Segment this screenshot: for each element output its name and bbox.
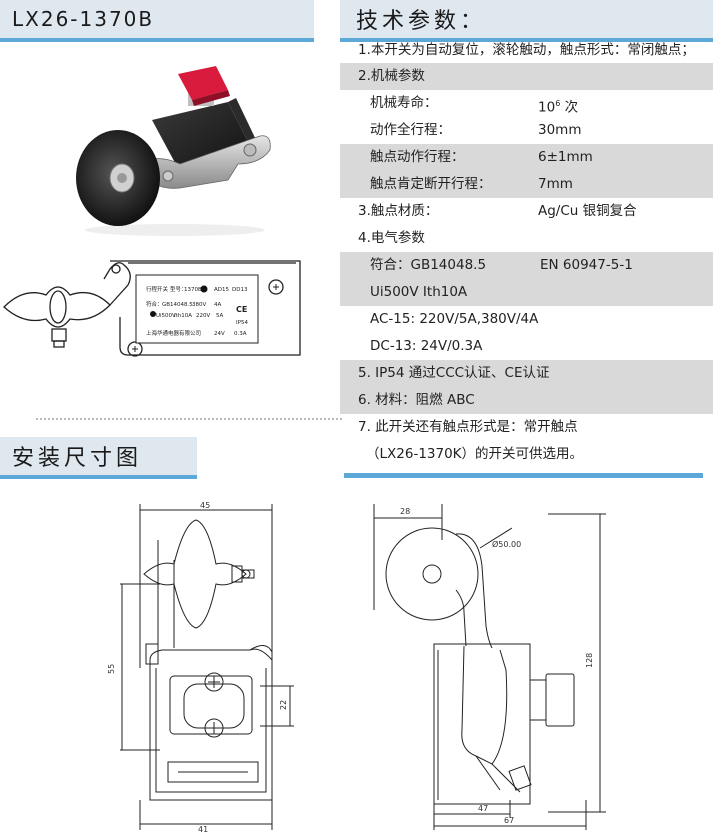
plate-text-16: 24V [214, 331, 225, 337]
spec-row: 3.触点材质： Ag/Cu 银铜复合 [340, 198, 713, 225]
front-view-drawing: 45 55 22 41 [107, 501, 294, 832]
spec-row: 7. 此开关还有触点形式是：常开触点 [340, 414, 713, 441]
spec-row: 触点肯定断开行程： 7mm [340, 171, 713, 198]
model-title-tab: LX26-1370B [0, 0, 314, 42]
spec-row: AC-15: 220V/5A,380V/4A [340, 306, 713, 333]
spec-value: 7mm [538, 176, 573, 192]
spec-text: （LX26-1370K）的开关可供选用。 [366, 446, 584, 462]
plate-text-1: 行程开关 [146, 285, 169, 293]
spec-value: 30mm [538, 122, 582, 138]
spec-row: DC-13: 24V/0.3A [340, 333, 713, 360]
separator-dotted [36, 418, 342, 420]
spec-value: 6±1mm [538, 149, 593, 165]
spec-label: 触点肯定断开行程： [370, 176, 492, 192]
plate-text-2: 型号： [170, 285, 187, 293]
plate-text-9: 4A [214, 302, 221, 308]
plate-text-4: AD15 [214, 287, 229, 293]
plate-text-11: Ith10A [174, 313, 192, 319]
install-title-tab: 安装尺寸图 [0, 437, 197, 479]
spec-label: 3.触点材质： [358, 203, 439, 219]
dim-label: 67 [504, 816, 514, 825]
dim-label: 41 [198, 825, 208, 832]
plate-text-18: 上海华通电器有限公司 [146, 329, 201, 337]
spec-label: 符合：GB14048.5 [370, 257, 487, 273]
dim-label: Ø50.00 [492, 539, 521, 549]
spec-value: EN 60947-5-1 [540, 257, 633, 273]
spec-value: 106 次 [538, 99, 579, 116]
spec-value: Ag/Cu 银铜复合 [538, 203, 637, 219]
dim-label: 45 [200, 501, 210, 510]
plate-text-7: GB14048.5 [162, 302, 193, 308]
plate-text-8: 380V [192, 302, 206, 308]
plate-text-5: DD13 [232, 287, 248, 293]
install-title: 安装尺寸图 [12, 446, 143, 471]
plate-text-13: 5A [216, 313, 223, 319]
spec-text: 6. 材料：阻燃 ABC [358, 392, 475, 408]
dim-label: 28 [400, 507, 410, 516]
spec-title: 技术参数： [356, 9, 487, 34]
switch-outline-drawing: 行程开关 型号： 1370B AD15 DD13 符合： GB14048.5 3… [3, 260, 301, 357]
spec-row: 2.机械参数 [340, 63, 713, 90]
spec-text: 2.机械参数 [358, 68, 425, 84]
spec-label: 触点动作行程： [370, 149, 465, 165]
spec-text: 5. IP54 通过CCC认证、CE认证 [358, 365, 550, 381]
spec-text: Ui500V Ith10A [370, 284, 468, 300]
spec-label: 动作全行程： [370, 122, 451, 138]
plate-text-3: 1370B [184, 287, 202, 293]
dim-label: 55 [107, 664, 116, 674]
spec-row: 动作全行程： 30mm [340, 117, 713, 144]
dim-label: 47 [478, 804, 488, 813]
side-view-drawing: 28 Ø50.00 128 47 67 [373, 504, 606, 830]
plate-text-17: 0.3A [234, 331, 247, 337]
spec-row: 符合：GB14048.5 EN 60947-5-1 [340, 252, 713, 279]
spec-text: DC-13: 24V/0.3A [370, 338, 483, 354]
spec-row: 5. IP54 通过CCC认证、CE认证 [340, 360, 713, 387]
dim-label: 128 [585, 653, 594, 668]
plate-text-6: 符合： [146, 300, 163, 308]
dim-label: 22 [279, 700, 288, 710]
plate-text-12: 220V [196, 313, 210, 319]
product-photo [76, 66, 271, 236]
plate-text-14: IP54 [236, 320, 248, 326]
spec-text: AC-15: 220V/5A,380V/4A [370, 311, 539, 327]
spec-table: 1.本开关为自动复位，滚轮触动，触点形式：常闭触点； 2.机械参数 机械寿命： … [340, 38, 713, 468]
spec-row: （LX26-1370K）的开关可供选用。 [340, 441, 713, 468]
spec-title-tab: 技术参数： [340, 0, 713, 42]
spec-text: 7. 此开关还有触点形式是：常开触点 [358, 419, 578, 435]
plate-text-15: CE [236, 305, 247, 314]
spec-row: 触点动作行程： 6±1mm [340, 144, 713, 171]
spec-label: 机械寿命： [370, 95, 438, 111]
plate-text-10: Ui500V [156, 313, 176, 319]
spec-row: 机械寿命： 106 次 [340, 90, 713, 117]
spec-row: 6. 材料：阻燃 ABC [340, 387, 713, 414]
model-title: LX26-1370B [12, 7, 155, 31]
spec-text: 1.本开关为自动复位，滚轮触动，触点形式：常闭触点； [358, 42, 695, 58]
spec-text: 4.电气参数 [358, 230, 425, 246]
spec-bottom-bar [344, 473, 703, 478]
spec-row: Ui500V Ith10A [340, 279, 713, 306]
spec-row: 4.电气参数 [340, 225, 713, 252]
spec-row: 1.本开关为自动复位，滚轮触动，触点形式：常闭触点； [340, 38, 713, 63]
